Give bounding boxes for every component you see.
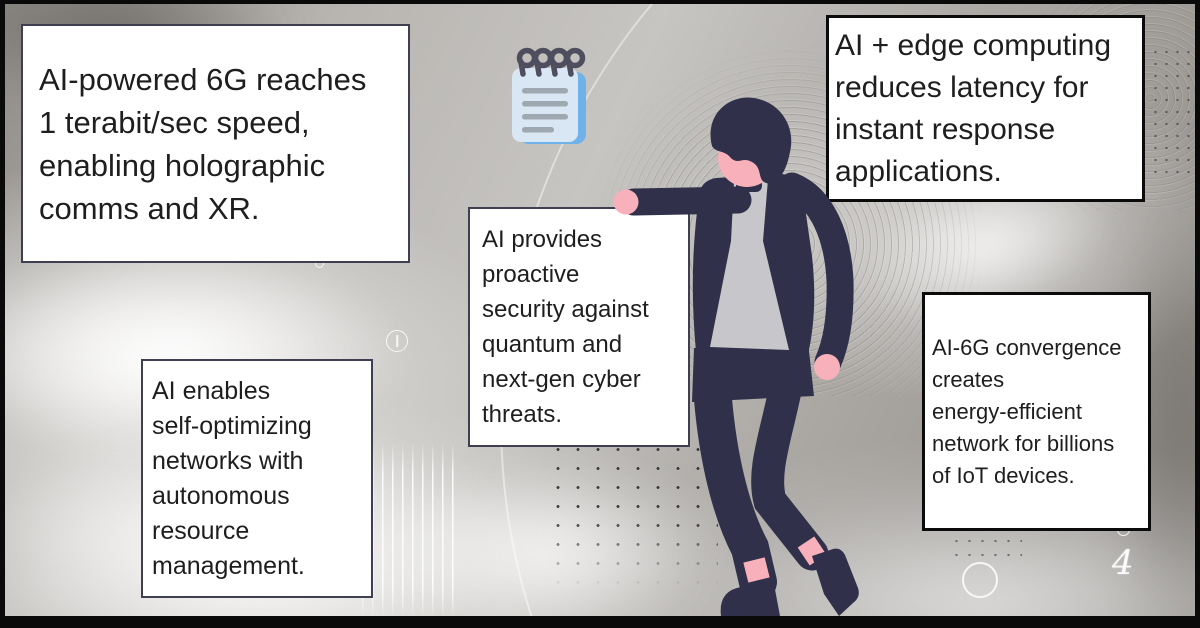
spiral-notepad-icon xyxy=(512,47,586,144)
fact-line: AI-powered 6G reaches xyxy=(39,61,367,97)
frame-border-top xyxy=(0,0,1200,4)
fact-line: resource xyxy=(152,516,250,545)
frame-border-left xyxy=(0,0,5,628)
fact-line: of IoT devices. xyxy=(932,462,1075,488)
dot-grid-top-right xyxy=(1150,46,1194,176)
fact-line: enabling holographic xyxy=(39,147,326,183)
fact-line: 1 terabit/sec speed, xyxy=(39,104,310,140)
fact-card-iot-convergence: AI-6G convergence creates energy-efficie… xyxy=(922,292,1151,531)
leaning-person-illustration xyxy=(613,97,859,616)
fact-line: networks with xyxy=(152,446,304,475)
fact-line: proactive xyxy=(482,261,580,288)
dot-grid-texture xyxy=(548,440,718,595)
decorative-four-glyph: 4 xyxy=(1112,543,1134,583)
fact-line: self-optimizing xyxy=(152,411,312,440)
fact-line: quantum and xyxy=(482,331,623,358)
fact-line: network for billions xyxy=(932,430,1115,456)
fact-line: management. xyxy=(152,551,305,580)
dot-rows-small xyxy=(950,534,1022,564)
fact-line: energy-efficient xyxy=(932,398,1083,424)
fact-line: next-gen cyber xyxy=(482,366,641,393)
fact-card-6g-speed: AI-powered 6G reaches 1 terabit/sec spee… xyxy=(21,24,410,263)
fact-card-security: AI provides proactive security against q… xyxy=(468,207,690,447)
fact-line: creates xyxy=(932,366,1005,392)
fact-line: AI-6G convergence xyxy=(932,334,1122,360)
fact-line: AI enables xyxy=(152,376,271,405)
fact-line: threats. xyxy=(482,401,563,428)
circle-line-marker xyxy=(386,330,408,352)
fact-line: AI + edge computing xyxy=(835,28,1112,62)
fact-line: reduces latency for xyxy=(835,70,1089,104)
large-ring-marker xyxy=(962,562,998,598)
fact-line: instant response xyxy=(835,112,1056,146)
fact-card-self-optimizing: AI enables self-optimizing networks with… xyxy=(141,359,373,598)
frame-border-right xyxy=(1195,0,1200,628)
fact-line: autonomous xyxy=(152,481,290,510)
fact-line: AI provides xyxy=(482,226,603,253)
fact-line: security against xyxy=(482,296,649,323)
vertical-lines-texture xyxy=(362,442,458,618)
fact-line: comms and XR. xyxy=(39,190,260,226)
fact-line: applications. xyxy=(835,154,1002,188)
frame-border-bottom xyxy=(0,616,1200,628)
